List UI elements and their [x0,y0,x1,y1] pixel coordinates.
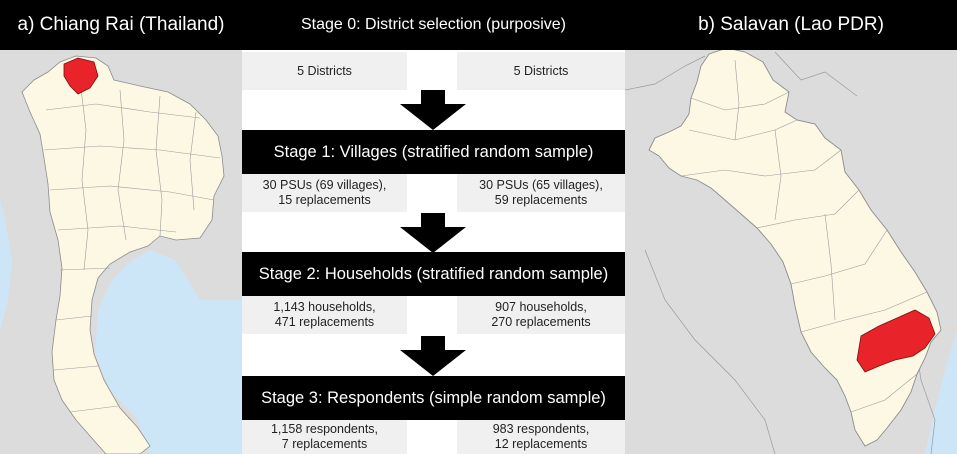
sampling-flowchart: Stage 0: District selection (purposive) … [242,0,625,454]
lao-map-title: b) Salavan (Lao PDR) [625,0,957,50]
salavan-highlight [856,309,936,373]
stage-3-thailand-line-1: 1,158 respondents, [270,422,379,436]
stage-0-arrow [400,90,466,130]
stage-2-thailand-cell: 1,143 households, 471 replacements [242,296,407,334]
stage-3-lao-line-2: 12 replacements [494,437,588,451]
stage-0-header: Stage 0: District selection (purposive) [242,0,625,50]
stage-1-thailand-line-2: 15 replacements [278,193,371,207]
thailand-map [0,0,242,454]
stage-2-thailand-line-1: 1,143 households, [273,300,376,314]
lao-map [625,0,957,454]
lao-province-borders [680,59,928,413]
stage-2-arrow [400,336,466,376]
lao-map-panel: b) Salavan (Lao PDR) [625,0,957,454]
stage-1-lao-line-2: 59 replacements [494,193,588,207]
stage-1-thailand-cell: 30 PSUs (69 villages), 15 replacements [242,174,407,212]
stage-3-thailand-line-2: 7 replacements [281,437,368,451]
stage-3-lao-line-1: 983 respondents, [492,422,590,436]
thailand-map-title: a) Chiang Rai (Thailand) [0,0,242,50]
sea [925,330,957,454]
stage-1-header: Stage 1: Villages (stratified random sam… [242,130,625,174]
stage-3-header: Stage 3: Respondents (simple random samp… [242,376,625,420]
stage-0-thailand-cell: 5 Districts [242,52,407,90]
stage-0-lao-line-1: 5 Districts [513,63,569,78]
stage-0-lao-cell: 5 Districts [457,52,625,90]
chiang-rai-highlight [63,57,99,95]
stage-2-lao-cell: 907 households, 270 replacements [457,296,625,334]
stage-1-lao-cell: 30 PSUs (65 villages), 59 replacements [457,174,625,212]
stage-2-lao-line-2: 270 replacements [491,315,591,329]
stage-2-lao-line-1: 907 households, [495,300,587,314]
stage-2-thailand-line-2: 471 replacements [274,315,375,329]
stage-3-thailand-cell: 1,158 respondents, 7 replacements [242,420,407,454]
stage-2-header: Stage 2: Households (stratified random s… [242,252,625,296]
stage-1-lao-line-1: 30 PSUs (65 villages), [479,178,603,192]
thailand-shape [21,55,225,454]
stage-0-thailand-line-1: 5 Districts [297,63,352,78]
province-borders [43,79,221,413]
stage-1-thailand-line-1: 30 PSUs (69 villages), [262,178,387,192]
stage-1-arrow [400,213,466,253]
stage-3-lao-cell: 983 respondents, 12 replacements [457,420,625,454]
thailand-map-panel: a) Chiang Rai (Thailand) [0,0,242,454]
